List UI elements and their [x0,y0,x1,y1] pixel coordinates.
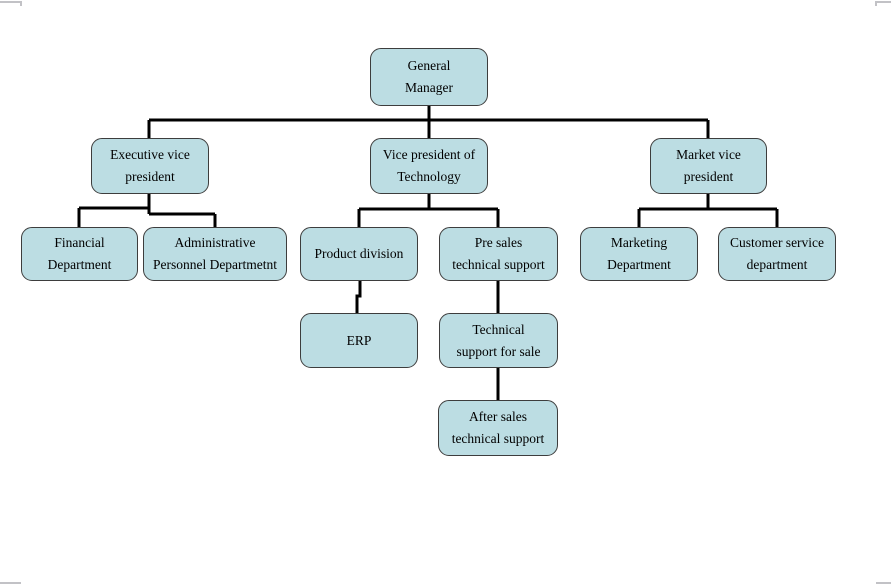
org-node-label: Department [607,257,671,272]
org-node-label: support for sale [456,343,541,359]
org-node-label: Market vice [676,147,741,162]
org-node-erp[interactable]: ERP [300,313,418,368]
org-node-label: president [125,169,175,184]
org-node-pre-sales-technical-support[interactable]: Pre sales technical support [439,227,558,281]
org-node-label: department [746,257,808,272]
page-corner-mark-top-left [0,1,22,6]
connector-vp-technology-children [357,194,500,227]
org-node-label: Product division [314,246,404,261]
page-corner-mark-top-right [875,1,891,6]
org-node-label: Department [47,257,112,272]
org-node-label: Manager [405,80,453,95]
org-node-general-manager[interactable]: General Manager [370,48,488,106]
org-node-label: Vice president of [382,147,476,162]
org-node-label: After sales [468,409,528,424]
org-node-market-vice-president[interactable]: Market vice president [650,138,767,194]
org-node-marketing-department[interactable]: Marketing Department [580,227,698,281]
org-node-label: General [407,58,451,73]
org-node-label: Customer service [729,235,825,250]
org-node-product-division[interactable]: Product division [300,227,418,281]
org-node-financial-department[interactable]: Financial Department [21,227,138,281]
org-node-label: president [683,169,734,184]
org-node-technical-support-for-sale[interactable]: Technical support for sale [439,313,558,368]
connector-market-vp-children [637,194,779,227]
org-node-label: technical support [451,431,545,446]
org-node-label: Administrative [174,235,256,250]
connector-product-division-erp [355,281,362,313]
org-node-after-sales-technical-support[interactable]: After sales technical support [438,400,558,456]
org-node-label: Marketing [610,235,668,250]
org-node-label: Technical [472,321,525,337]
org-node-customer-service-department[interactable]: Customer service department [718,227,836,281]
connector-general-manager-children [147,106,710,138]
connector-executive-vp-children [77,194,217,227]
org-node-label: Pre sales [474,235,523,250]
org-node-label: technical support [452,257,545,272]
org-node-label: Technology [397,169,461,184]
org-node-label: Personnel Departmetnt [152,257,278,272]
org-node-executive-vice-president[interactable]: Executive vice president [91,138,209,194]
org-node-administrative-personnel-department[interactable]: Administrative Personnel Departmetnt [143,227,287,281]
org-node-label: Financial [54,235,105,250]
org-node-vice-president-of-technology[interactable]: Vice president of Technology [370,138,488,194]
org-node-label: ERP [346,332,372,348]
org-node-label: Executive vice [110,147,190,162]
